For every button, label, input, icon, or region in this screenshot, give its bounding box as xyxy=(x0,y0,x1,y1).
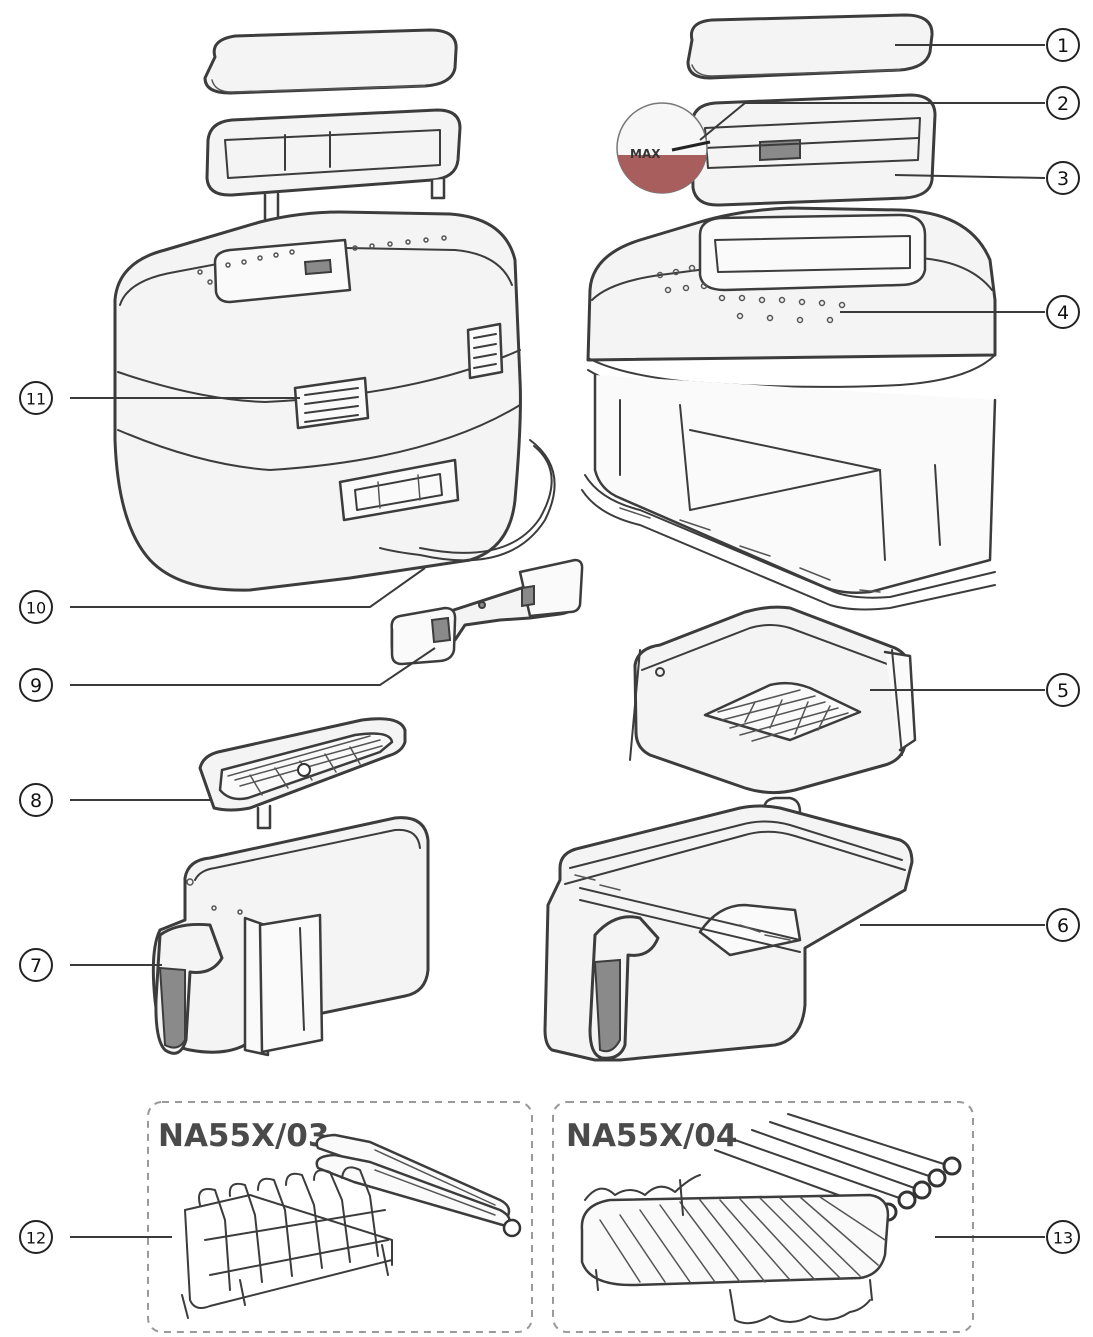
callout-5-label: 5 xyxy=(1057,680,1069,702)
left-top-cover xyxy=(203,28,458,95)
callout-7: 7 xyxy=(19,948,53,982)
callout-12-label: 12 xyxy=(26,1229,46,1248)
callout-10-label: 10 xyxy=(26,599,46,618)
callout-8: 8 xyxy=(19,783,53,817)
skewers xyxy=(714,1113,962,1222)
callout-2: 2 xyxy=(1046,86,1080,120)
callout-3-label: 3 xyxy=(1057,168,1069,190)
max-label: MAX xyxy=(630,147,661,161)
callout-5: 5 xyxy=(1046,673,1080,707)
callout-10: 10 xyxy=(19,590,53,624)
model-label-na55x-03: NA55X/03 xyxy=(158,1118,329,1154)
accessory-box-na55x-03 xyxy=(147,1101,533,1333)
callout-3: 3 xyxy=(1046,161,1080,195)
left-basket xyxy=(151,816,430,1057)
right-water-tray xyxy=(690,93,937,207)
callout-1: 1 xyxy=(1046,28,1080,62)
callout-1-label: 1 xyxy=(1057,35,1069,57)
callout-11: 11 xyxy=(19,381,53,415)
leader-lines xyxy=(70,44,1046,1238)
callout-12: 12 xyxy=(19,1220,53,1254)
model-label-na55x-04: NA55X/04 xyxy=(566,1118,737,1154)
left-airfryer-body xyxy=(113,210,556,592)
callout-8-label: 8 xyxy=(30,790,42,812)
callout-7-label: 7 xyxy=(30,955,42,977)
right-drawer xyxy=(543,804,914,1062)
tongs xyxy=(315,1133,522,1238)
callout-11-label: 11 xyxy=(26,390,46,409)
callout-4: 4 xyxy=(1046,295,1080,329)
callout-13: 13 xyxy=(1046,1220,1080,1254)
callout-6-label: 6 xyxy=(1057,915,1069,937)
callout-9-label: 9 xyxy=(30,675,42,697)
callout-13-label: 13 xyxy=(1053,1229,1073,1248)
right-airfryer-body xyxy=(581,206,997,611)
grill-rack xyxy=(580,1174,890,1325)
right-inner-basket xyxy=(629,605,917,842)
callout-2-label: 2 xyxy=(1057,93,1069,115)
left-crisper-plate xyxy=(198,717,407,830)
accessory-box-na55x-04 xyxy=(552,1101,974,1333)
right-top-cover xyxy=(686,13,934,80)
callout-4-label: 4 xyxy=(1057,302,1069,324)
callout-9: 9 xyxy=(19,668,53,702)
cable-clip xyxy=(390,558,584,666)
left-water-tray xyxy=(205,108,462,224)
rib-rack xyxy=(181,1166,393,1319)
callout-6: 6 xyxy=(1046,908,1080,942)
